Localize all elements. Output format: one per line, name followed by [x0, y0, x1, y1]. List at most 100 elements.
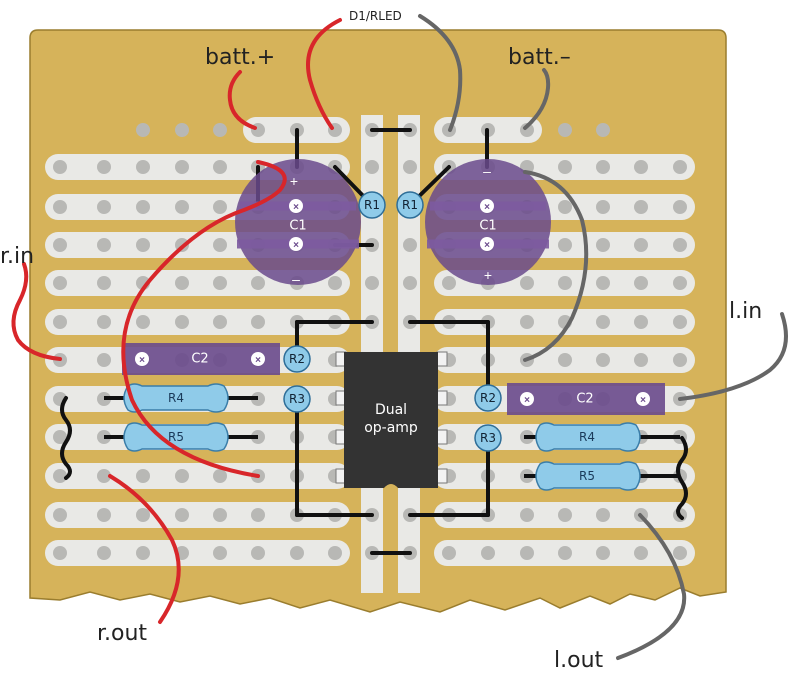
- svg-text:R2: R2: [289, 352, 305, 366]
- svg-text:×: ×: [484, 240, 490, 251]
- board-hole: [213, 508, 227, 522]
- board-hole: [634, 315, 648, 329]
- board-hole: [634, 160, 648, 174]
- board-hole: [558, 238, 572, 252]
- svg-text:×: ×: [640, 395, 646, 406]
- board-hole: [328, 546, 342, 560]
- board-hole: [596, 160, 610, 174]
- label-l-out: l.out: [554, 648, 604, 673]
- board-hole: [328, 276, 342, 290]
- board-hole: [596, 315, 610, 329]
- board-hole: [673, 200, 687, 214]
- capacitor-c2-left: × × C2: [122, 343, 280, 375]
- c1-right-plus: +: [484, 267, 492, 283]
- label-r-out: r.out: [97, 621, 147, 646]
- board-hole: [520, 276, 534, 290]
- board-hole: [673, 160, 687, 174]
- board-hole: [97, 160, 111, 174]
- board-hole: [251, 546, 265, 560]
- board-hole: [213, 200, 227, 214]
- board-hole: [53, 276, 67, 290]
- r4-left-label: R4: [168, 391, 184, 405]
- board-hole: [53, 238, 67, 252]
- board-hole: [175, 508, 189, 522]
- resistor-r1-left: R1: [358, 191, 386, 219]
- board-hole: [596, 200, 610, 214]
- svg-text:R3: R3: [289, 392, 305, 406]
- ic-label-line1: Dual: [375, 402, 407, 418]
- board-hole: [634, 276, 648, 290]
- board-hole: [520, 508, 534, 522]
- svg-text:×: ×: [139, 355, 145, 366]
- resistor-r2-left: R2: [283, 345, 311, 373]
- c1-left-plus: +: [290, 173, 298, 189]
- capacitor-c1-right: × × C1 – +: [425, 159, 551, 285]
- board-hole: [634, 546, 648, 560]
- jumper-wires: [60, 396, 688, 520]
- board-hole: [558, 160, 572, 174]
- board-hole: [97, 353, 111, 367]
- board-hole: [213, 276, 227, 290]
- board-hole: [596, 123, 610, 137]
- resistor-r3-left: R3: [283, 385, 311, 413]
- flying-wires: [11, 14, 788, 660]
- board-hole: [175, 276, 189, 290]
- board-hole: [290, 546, 304, 560]
- wire-r-out: [108, 474, 181, 624]
- board-hole: [442, 546, 456, 560]
- copper-strip: [45, 463, 350, 489]
- copper-strip: [45, 540, 350, 566]
- c1-left-minus: –: [292, 271, 300, 287]
- board-hole: [213, 160, 227, 174]
- board-hole: [596, 508, 610, 522]
- board-hole: [213, 238, 227, 252]
- svg-text:R3: R3: [480, 431, 496, 445]
- board-hole: [136, 238, 150, 252]
- board-hole: [53, 546, 67, 560]
- resistor-r1-right: R1: [396, 191, 424, 219]
- board-hole: [634, 353, 648, 367]
- board-hole: [136, 315, 150, 329]
- wire-ground-left: [121, 160, 287, 478]
- board-hole: [558, 508, 572, 522]
- board-hole: [136, 200, 150, 214]
- ic-label-line2: op-amp: [364, 420, 418, 436]
- svg-text:×: ×: [255, 355, 261, 366]
- board-hole: [673, 546, 687, 560]
- wire-batt-plus-a: [227, 70, 257, 130]
- c1-right-label: C1: [479, 219, 496, 234]
- board-hole: [175, 123, 189, 137]
- board-hole: [403, 238, 417, 252]
- board-hole: [481, 546, 495, 560]
- board-hole: [365, 160, 379, 174]
- board-hole: [596, 546, 610, 560]
- board-hole: [97, 546, 111, 560]
- board-hole: [251, 276, 265, 290]
- wire-batt-minus: [523, 68, 551, 130]
- r4-right-label: R4: [579, 430, 595, 444]
- board-hole: [53, 160, 67, 174]
- board-hole: [558, 353, 572, 367]
- c1-right-minus: –: [483, 163, 491, 179]
- wire-l-in: [678, 312, 788, 401]
- resistor-r3-right: R3: [474, 424, 502, 452]
- resistor-r5-left: R5: [104, 422, 258, 452]
- wire-batt-plus-b: [306, 18, 342, 130]
- board-hole: [634, 200, 648, 214]
- copper-strip: [45, 502, 350, 528]
- board-hole: [596, 353, 610, 367]
- svg-text:R1: R1: [402, 198, 418, 212]
- board-hole: [97, 238, 111, 252]
- board-hole: [365, 276, 379, 290]
- board-hole: [596, 276, 610, 290]
- board-hole: [634, 238, 648, 252]
- svg-text:R2: R2: [480, 391, 496, 405]
- board-hole: [97, 315, 111, 329]
- board-hole: [520, 123, 534, 137]
- board-hole: [97, 276, 111, 290]
- board-hole: [520, 315, 534, 329]
- board-hole: [175, 160, 189, 174]
- r5-right-label: R5: [579, 469, 595, 483]
- board-hole: [558, 546, 572, 560]
- board-hole: [442, 276, 456, 290]
